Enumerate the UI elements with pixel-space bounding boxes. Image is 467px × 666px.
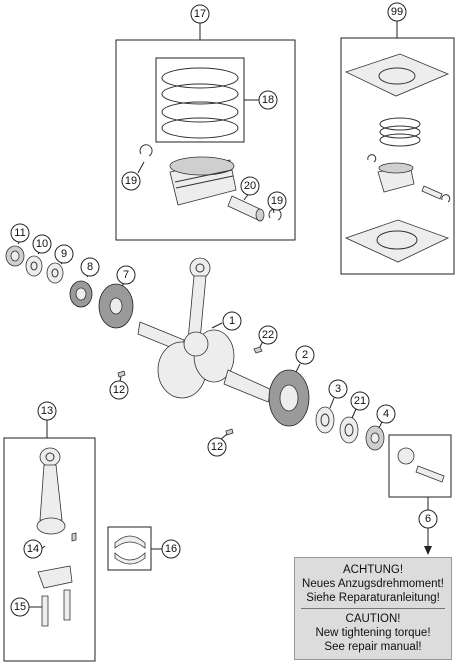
svg-text:9: 9 <box>61 248 67 260</box>
caution-text-de-2: Siehe Reparaturanleitung! <box>306 592 440 604</box>
caution-text-en-2: See repair manual! <box>324 641 422 653</box>
gear-8 <box>69 280 93 308</box>
svg-text:12: 12 <box>211 441 223 453</box>
callout-9: 9 <box>54 244 74 264</box>
svg-text:18: 18 <box>262 94 274 106</box>
svg-text:12: 12 <box>113 384 125 396</box>
cylinder-head-gasket <box>344 53 450 97</box>
svg-text:19: 19 <box>125 175 137 187</box>
key-22 <box>253 346 263 354</box>
svg-text:6: 6 <box>425 513 431 525</box>
callout-21: 21 <box>350 391 370 411</box>
svg-text:11: 11 <box>14 227 25 239</box>
small-piston-pin <box>421 185 443 200</box>
caution-text-en-1: New tightening torque! <box>315 627 431 639</box>
svg-text:19: 19 <box>271 195 283 207</box>
nut-11 <box>5 245 25 267</box>
callout-10: 10 <box>32 234 52 254</box>
svg-text:10: 10 <box>36 238 48 250</box>
small-piston <box>377 162 415 193</box>
callout-12-right: 12 <box>207 437 227 457</box>
piston <box>169 156 237 206</box>
svg-text:8: 8 <box>87 261 93 273</box>
conrod-pin <box>71 532 77 542</box>
callout-19-left: 19 <box>121 171 141 191</box>
caution-text-de-1: Neues Anzugsdrehmoment! <box>302 578 444 590</box>
svg-text:22: 22 <box>262 329 274 341</box>
callout-18: 18 <box>258 90 278 110</box>
gear-7 <box>98 283 134 329</box>
bearing-kit-box <box>388 434 452 498</box>
svg-text:99: 99 <box>391 6 403 18</box>
circlip-right <box>268 208 282 221</box>
svg-text:1: 1 <box>229 315 235 327</box>
callout-11: 11 <box>10 223 30 243</box>
svg-text:21: 21 <box>354 395 366 407</box>
callout-7: 7 <box>116 265 136 285</box>
svg-text:20: 20 <box>244 180 256 192</box>
callout-2: 2 <box>295 345 315 365</box>
callout-4: 4 <box>376 404 396 424</box>
callout-15: 15 <box>10 597 30 617</box>
conrod-kit-rod <box>36 447 66 535</box>
piston-pin <box>227 195 265 222</box>
piston-rings <box>155 57 245 143</box>
caution-heading-de: ACHTUNG! <box>342 564 404 576</box>
washer-21 <box>339 416 359 444</box>
svg-text:4: 4 <box>383 408 389 420</box>
pin-12a <box>117 370 126 378</box>
caution-heading-en: CAUTION! <box>345 613 401 625</box>
small-circlip-left <box>367 154 377 163</box>
svg-text:2: 2 <box>302 349 308 361</box>
callout-16: 16 <box>161 539 181 559</box>
small-circlip-right <box>441 194 451 203</box>
nut-4 <box>365 425 385 451</box>
callout-3: 3 <box>328 379 348 399</box>
conrod-bolts-15 <box>41 589 71 627</box>
callout-1: 1 <box>222 311 242 331</box>
svg-text:3: 3 <box>335 383 341 395</box>
svg-text:13: 13 <box>41 405 53 417</box>
washer-3 <box>315 406 335 434</box>
circlip-left <box>139 144 153 157</box>
bearing-shells <box>107 526 152 571</box>
piston-kit-box <box>115 39 296 241</box>
svg-text:7: 7 <box>123 269 129 281</box>
bearing-bolt <box>397 447 445 483</box>
washer-9 <box>46 262 64 284</box>
callout-6: 6 <box>418 509 438 529</box>
svg-text:17: 17 <box>194 8 206 20</box>
washer-10 <box>25 255 43 277</box>
svg-text:15: 15 <box>14 601 26 613</box>
callout-13: 13 <box>37 401 57 421</box>
svg-text:14: 14 <box>27 543 39 555</box>
caution-divider <box>301 608 445 609</box>
callout-14: 14 <box>23 539 43 559</box>
gear-2 <box>268 369 310 427</box>
small-piston-rings <box>379 117 421 147</box>
connecting-rod <box>183 257 211 357</box>
callout-22: 22 <box>258 325 278 345</box>
callout-19-right: 19 <box>267 191 287 211</box>
caution-note: ACHTUNG! Neues Anzugsdrehmoment! Siehe R… <box>294 557 452 660</box>
cylinder-base-gasket <box>344 219 450 263</box>
callout-99: 99 <box>387 2 407 22</box>
conrod-cap <box>37 565 73 589</box>
callout-12-left: 12 <box>109 380 129 400</box>
arrow-down-icon <box>424 546 432 555</box>
callout-20: 20 <box>240 176 260 196</box>
svg-text:16: 16 <box>165 543 177 555</box>
callout-17: 17 <box>190 4 210 24</box>
crankshaft <box>137 321 273 403</box>
conrod-kit-box <box>3 437 96 662</box>
callout-8: 8 <box>80 257 100 277</box>
